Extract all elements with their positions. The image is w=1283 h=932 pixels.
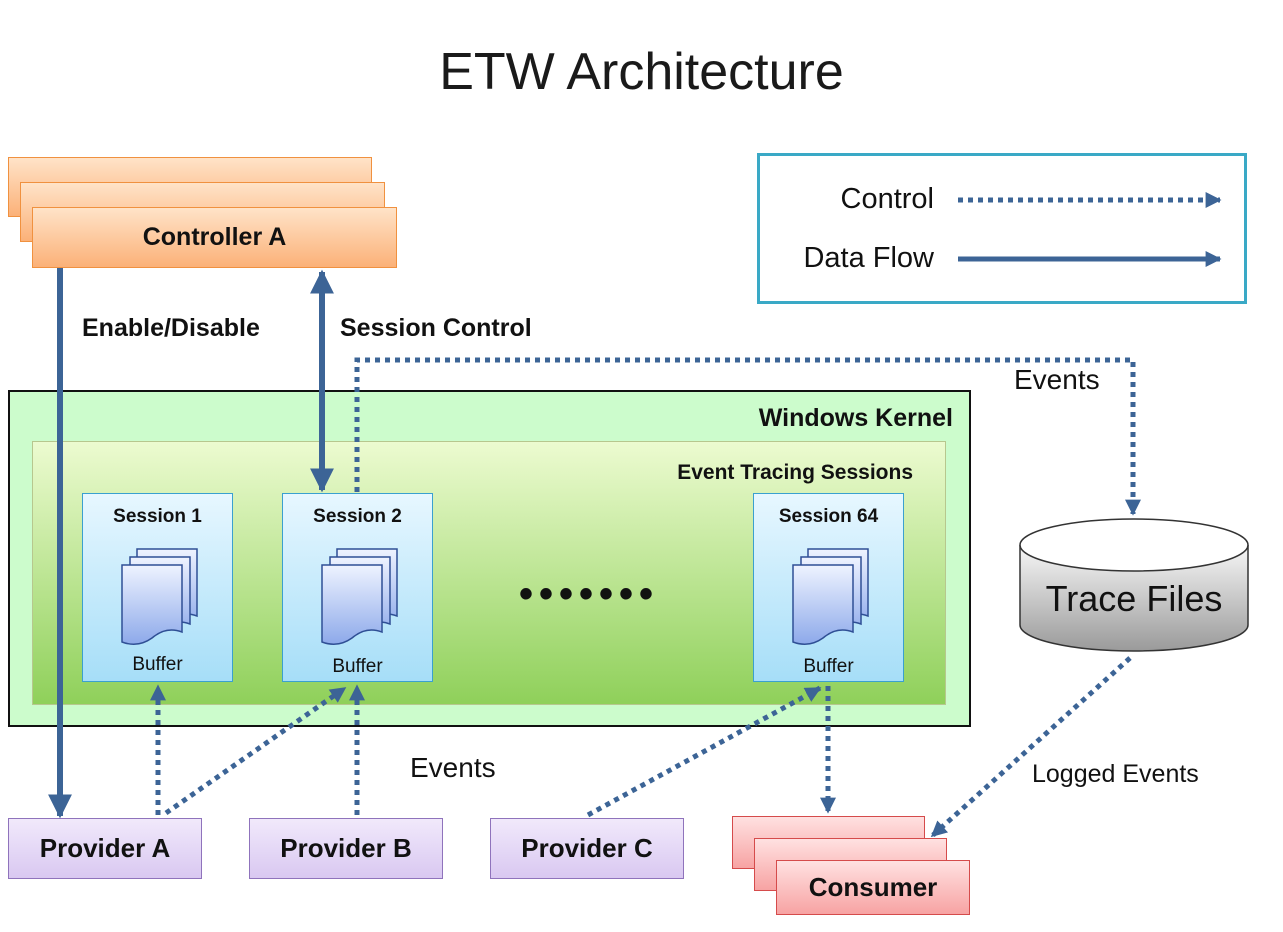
consumer-label: Consumer [808, 872, 938, 902]
session-1-title: Session 1 [113, 506, 202, 527]
session-64-box[interactable]: Session 64 Buffer [753, 493, 904, 682]
buffer-pages-icon [121, 548, 198, 645]
session-2-title: Session 2 [313, 506, 402, 527]
session-control-label: Session Control [340, 314, 532, 342]
logged-events-label: Logged Events [1032, 760, 1199, 788]
provider-c-label: Provider C [521, 833, 653, 863]
consumer-box[interactable]: Consumer [776, 860, 970, 915]
provider-a-label: Provider A [39, 833, 171, 863]
trace-files-label: Trace Files [1045, 578, 1223, 619]
events-to-trace-files-label: Events [1014, 364, 1100, 395]
legend-data-flow-label: Data Flow [803, 242, 934, 274]
legend: Control Data Flow [757, 153, 1247, 304]
session-64-title: Session 64 [778, 506, 879, 527]
provider-a-box[interactable]: Provider A [8, 818, 202, 879]
provider-events-label: Events [410, 752, 496, 783]
session-64-buffer-label: Buffer [803, 656, 854, 677]
provider-b-label: Provider B [280, 833, 412, 863]
session-1-box[interactable]: Session 1 Buffer [82, 493, 233, 682]
trace-files-cylinder-icon [1019, 518, 1249, 652]
enable-disable-label: Enable/Disable [82, 314, 260, 342]
buffer-pages-icon [321, 548, 398, 645]
provider-c-box[interactable]: Provider C [490, 818, 684, 879]
legend-control-label: Control [840, 183, 935, 215]
provider-b-box[interactable]: Provider B [249, 818, 443, 879]
session-2-buffer-label: Buffer [332, 656, 383, 677]
controller-a-label: Controller A [142, 223, 287, 251]
windows-kernel-label: Windows Kernel [758, 404, 953, 432]
event-tracing-sessions-label: Event Tracing Sessions [677, 461, 913, 484]
buffer-pages-icon [792, 548, 869, 645]
controller-a-box[interactable]: Controller A [32, 207, 397, 268]
diagram-title: ETW Architecture [439, 43, 844, 101]
session-2-box[interactable]: Session 2 Buffer [282, 493, 433, 682]
more-sessions-ellipsis: ••••••• [519, 572, 660, 616]
session-1-buffer-label: Buffer [132, 654, 183, 675]
